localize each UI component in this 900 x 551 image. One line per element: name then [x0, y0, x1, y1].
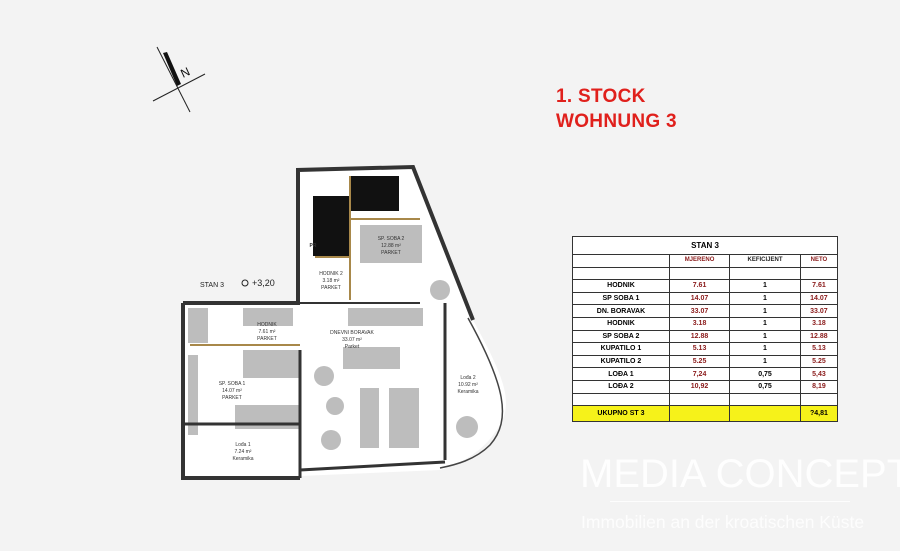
- svg-text:Keramika: Keramika: [232, 456, 253, 462]
- svg-text:Lođa 1: Lođa 1: [235, 442, 251, 448]
- table-cell: 5.25: [668, 354, 731, 369]
- total-label: UKUPNO ST 3: [572, 405, 670, 423]
- svg-text:DNEVNI BORAVAK: DNEVNI BORAVAK: [330, 330, 374, 336]
- svg-text:7.61 m²: 7.61 m²: [259, 329, 276, 335]
- svg-text:14.07 m²: 14.07 m²: [222, 388, 242, 394]
- compass-label: N: [178, 64, 192, 80]
- table-cell: 33.07: [668, 304, 731, 318]
- watermark-tagline: Immobilien an der kroatischen Küste: [581, 512, 865, 532]
- north-arrow-icon: N: [152, 46, 206, 113]
- table-cell: 5.13: [799, 342, 839, 356]
- table-cell: SP SOBA 2: [572, 329, 670, 344]
- table-cell: SP SOBA 1: [572, 291, 670, 306]
- table-cell: 14.07: [799, 291, 839, 306]
- svg-text:PARKET: PARKET: [381, 250, 401, 256]
- svg-text:10.92 m²: 10.92 m²: [458, 382, 478, 388]
- table-cell: 3.18: [799, 316, 839, 331]
- table-cell: 12.88: [668, 329, 731, 344]
- table-cell: 1: [729, 279, 801, 293]
- table-cell: 1: [729, 329, 801, 344]
- pantry-label: PR: [310, 243, 317, 249]
- table-cell: 10,92: [668, 379, 731, 394]
- table-cell: 7.61: [668, 279, 731, 293]
- room-hodnik: HODNIK 7.61 m² PARKET: [257, 322, 277, 342]
- table-cell: 1: [729, 342, 801, 356]
- total-value: ?4,81: [799, 405, 839, 423]
- room-loda-1: Lođa 1 7.24 m² Keramika: [232, 442, 253, 462]
- level-marker-icon: [241, 279, 249, 287]
- table-cell: 1: [729, 304, 801, 318]
- room-dnevni-boravak: DNEVNI BORAVAK 33.07 m² Parket: [330, 330, 374, 350]
- table-cell: LOĐA 1: [572, 367, 670, 381]
- table-cell: 1: [729, 316, 801, 331]
- table-cell: 0,75: [729, 379, 801, 394]
- svg-text:SP. SOBA 2: SP. SOBA 2: [378, 236, 405, 242]
- table-cell: DN. BORAVAK: [572, 304, 670, 318]
- svg-text:3.18 m²: 3.18 m²: [323, 278, 340, 284]
- table-cell: 7.61: [799, 279, 839, 293]
- table-cell: HODNIK: [572, 279, 670, 293]
- total-row: UKUPNO ST 3 ?4,81: [572, 405, 839, 423]
- svg-text:PARKET: PARKET: [222, 395, 242, 401]
- room-hodnik-2: HODNIK 2 3.18 m² PARKET: [319, 271, 343, 291]
- svg-text:PARKET: PARKET: [321, 285, 341, 291]
- svg-text:7.24 m²: 7.24 m²: [235, 449, 252, 455]
- apartment-heading: WOHNUNG 3: [556, 111, 677, 132]
- room-loda-2: Lođa 2 10.92 m² Keramika: [457, 375, 478, 395]
- svg-text:SP. SOBA 1: SP. SOBA 1: [219, 381, 246, 387]
- svg-text:HODNIK: HODNIK: [257, 322, 277, 328]
- svg-text:PARKET: PARKET: [257, 336, 277, 342]
- svg-text:Lođa 2: Lođa 2: [460, 375, 476, 381]
- table-cell: 5.25: [799, 354, 839, 369]
- table-cell: 1: [729, 291, 801, 306]
- svg-text:HODNIK 2: HODNIK 2: [319, 271, 343, 277]
- level-label: +3,20: [252, 278, 275, 288]
- table-cell: 33.07: [799, 304, 839, 318]
- table-cell: 5.13: [668, 342, 731, 356]
- column-header: MJERENO: [668, 254, 731, 268]
- room-sp-soba-2: SP. SOBA 2 12.88 m² PARKET: [378, 236, 405, 256]
- table-cell: 7,24: [668, 367, 731, 381]
- table-title: STAN 3: [572, 236, 838, 255]
- table-cell: HODNIK: [572, 316, 670, 331]
- svg-text:Keramika: Keramika: [457, 389, 478, 395]
- table-cell: LOĐA 2: [572, 379, 670, 394]
- watermark-brand: MEDIA CONCEPT: [580, 452, 900, 496]
- table-cell: KUPATILO 2: [572, 354, 670, 369]
- column-header: NETO: [799, 254, 839, 268]
- table-cell: KUPATILO 1: [572, 342, 670, 356]
- table-cell: 12.88: [799, 329, 839, 344]
- table-cell: 8,19: [799, 379, 839, 394]
- table-cell: 3.18: [668, 316, 731, 331]
- table-cell: 14.07: [668, 291, 731, 306]
- floor-heading: 1. STOCK: [556, 86, 646, 107]
- table-cell: 5,43: [799, 367, 839, 381]
- table-cell: 1: [729, 354, 801, 369]
- svg-text:33.07 m²: 33.07 m²: [342, 337, 362, 343]
- room-sp-soba-1: SP. SOBA 1 14.07 m² PARKET: [219, 381, 246, 401]
- svg-text:12.88 m²: 12.88 m²: [381, 243, 401, 249]
- column-header: KEFICIJENT: [729, 254, 801, 268]
- unit-label: STAN 3: [200, 282, 224, 289]
- table-cell: 0,75: [729, 367, 801, 381]
- svg-text:Parket: Parket: [345, 344, 360, 350]
- column-header: [572, 254, 670, 268]
- watermark-divider: [610, 501, 850, 502]
